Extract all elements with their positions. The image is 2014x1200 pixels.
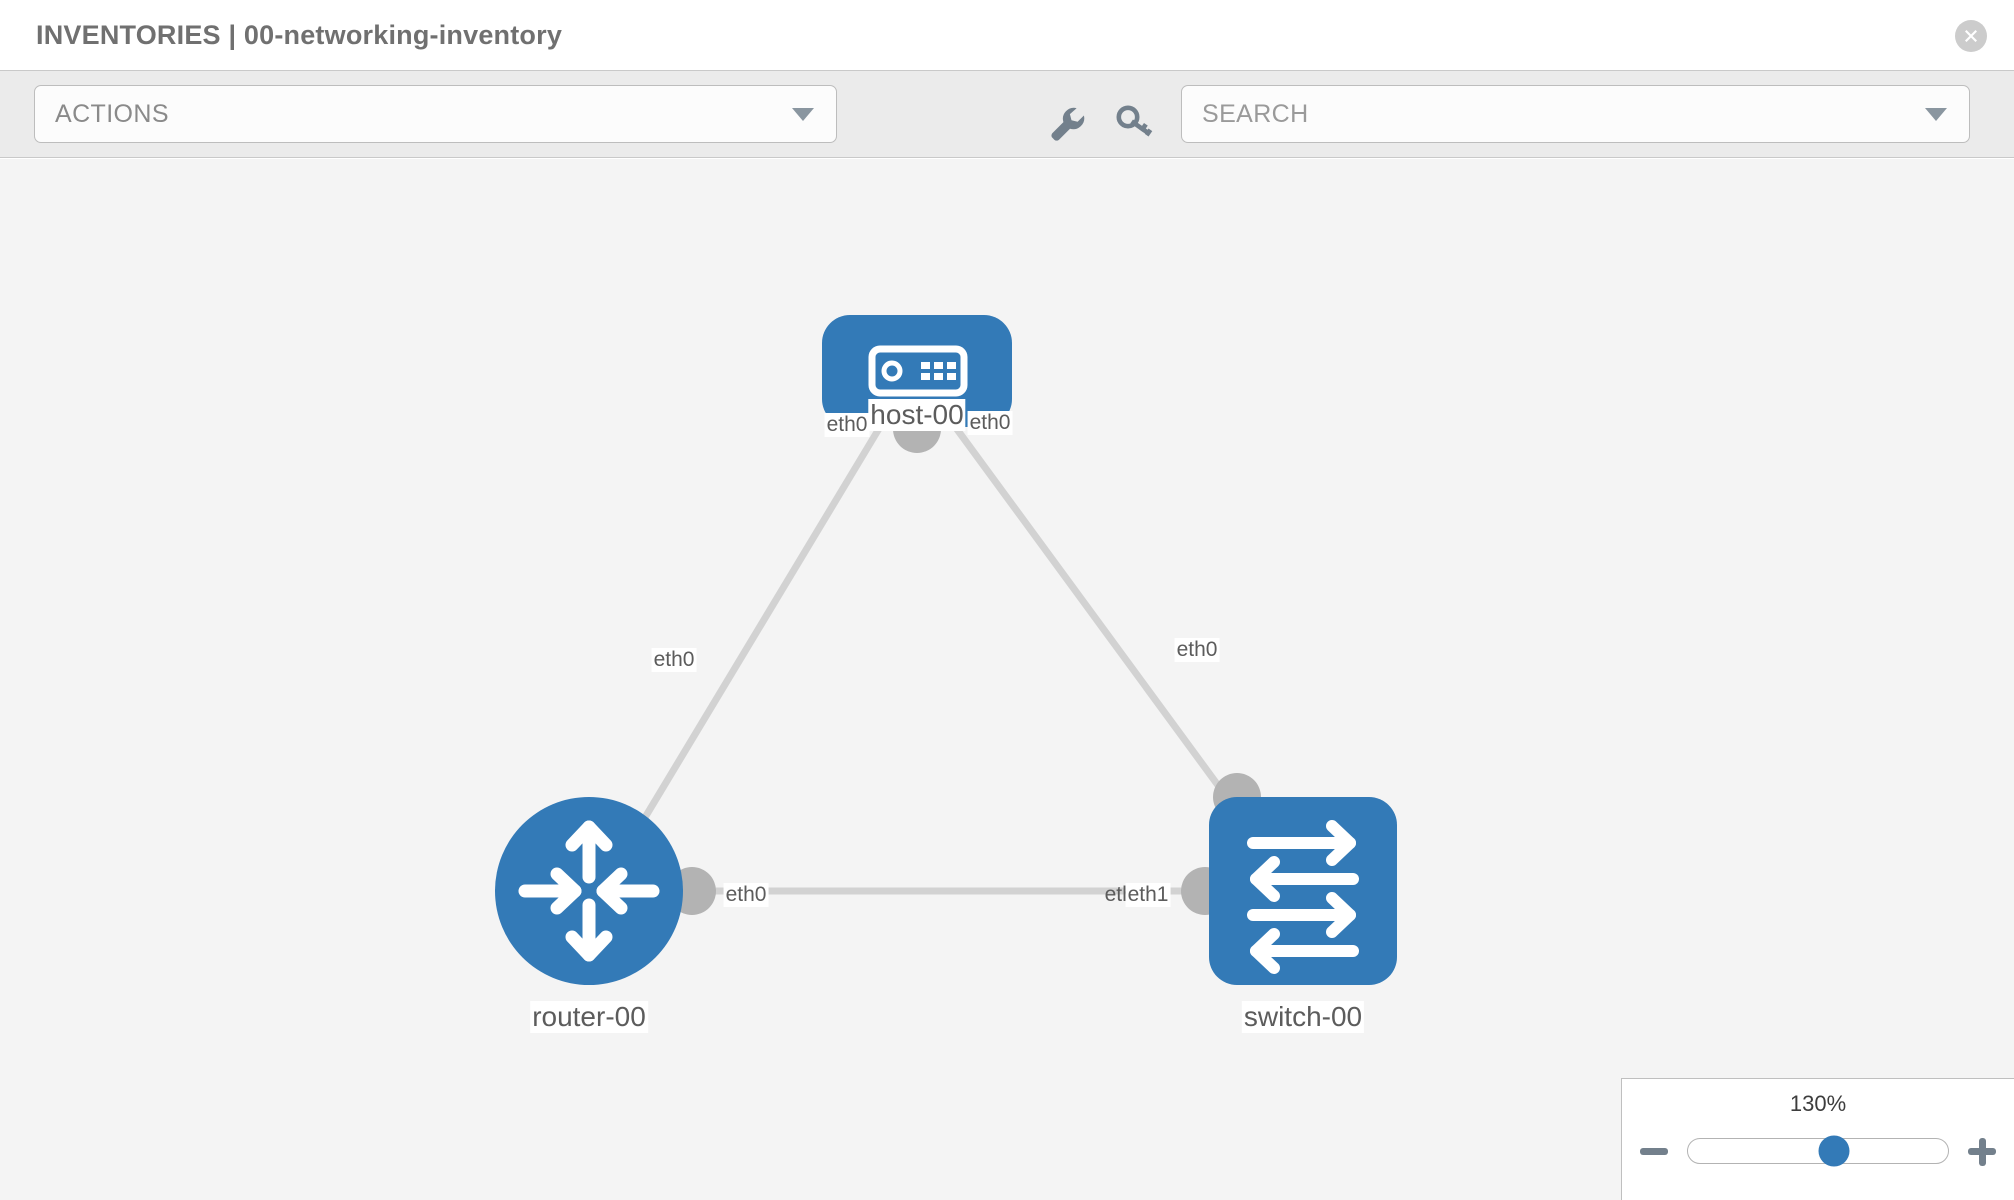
zoom-control-panel: 130% bbox=[1621, 1078, 2014, 1200]
node-label-switch-00: switch-00 bbox=[1241, 1001, 1365, 1033]
edge-label-router00-eth0: eth0 bbox=[723, 883, 769, 907]
node-label-host-00: host-00 bbox=[868, 399, 966, 431]
page-header: INVENTORIES | 00-networking-inventory bbox=[0, 0, 2014, 70]
node-switch-00 bbox=[1209, 797, 1397, 985]
topology-graph bbox=[495, 315, 1397, 985]
zoom-slider-track[interactable] bbox=[1687, 1135, 1949, 1167]
router-arrows-icon bbox=[518, 820, 660, 962]
actions-dropdown[interactable]: ACTIONS bbox=[34, 85, 837, 143]
node-router-00 bbox=[495, 797, 683, 985]
zoom-out-button[interactable] bbox=[1637, 1134, 1671, 1168]
link-host00-router00 bbox=[617, 415, 889, 861]
zoom-slider-handle[interactable] bbox=[1818, 1135, 1850, 1167]
chevron-down-icon bbox=[792, 107, 814, 121]
zoom-level-value: 130% bbox=[1789, 1091, 1847, 1116]
key-icon[interactable] bbox=[1112, 101, 1156, 145]
toolbar: ACTIONS SEARCH bbox=[0, 70, 2014, 158]
edge-label-switch00-eth0-uplink: eth0 bbox=[1174, 638, 1220, 662]
actions-dropdown-label: ACTIONS bbox=[55, 99, 169, 128]
switch-arrows-icon bbox=[1247, 820, 1359, 974]
node-label-router-00: router-00 bbox=[530, 1001, 648, 1033]
search-placeholder: SEARCH bbox=[1202, 99, 1309, 128]
search-input[interactable]: SEARCH bbox=[1181, 85, 1970, 143]
chevron-down-icon[interactable] bbox=[1925, 107, 1947, 121]
page-title: INVENTORIES | 00-networking-inventory bbox=[36, 19, 563, 50]
server-icon bbox=[868, 345, 968, 397]
edge-label-router00-eth0-uplink: eth0 bbox=[651, 648, 697, 672]
edge-label-switch00-eth1: eth1 bbox=[1125, 883, 1171, 907]
edge-label-host00-eth0-left: eth0 bbox=[824, 413, 870, 437]
zoom-in-button[interactable] bbox=[1965, 1134, 1999, 1168]
close-icon[interactable] bbox=[1955, 20, 1987, 52]
edge-label-host00-eth0-right: eth0 bbox=[967, 411, 1013, 435]
wrench-icon[interactable] bbox=[1044, 101, 1088, 145]
topology-connectors bbox=[668, 405, 1261, 915]
topology-canvas[interactable]: eth0 eth0 eth0 eth0 eth0 eth0 eth1 host-… bbox=[0, 159, 2014, 1200]
